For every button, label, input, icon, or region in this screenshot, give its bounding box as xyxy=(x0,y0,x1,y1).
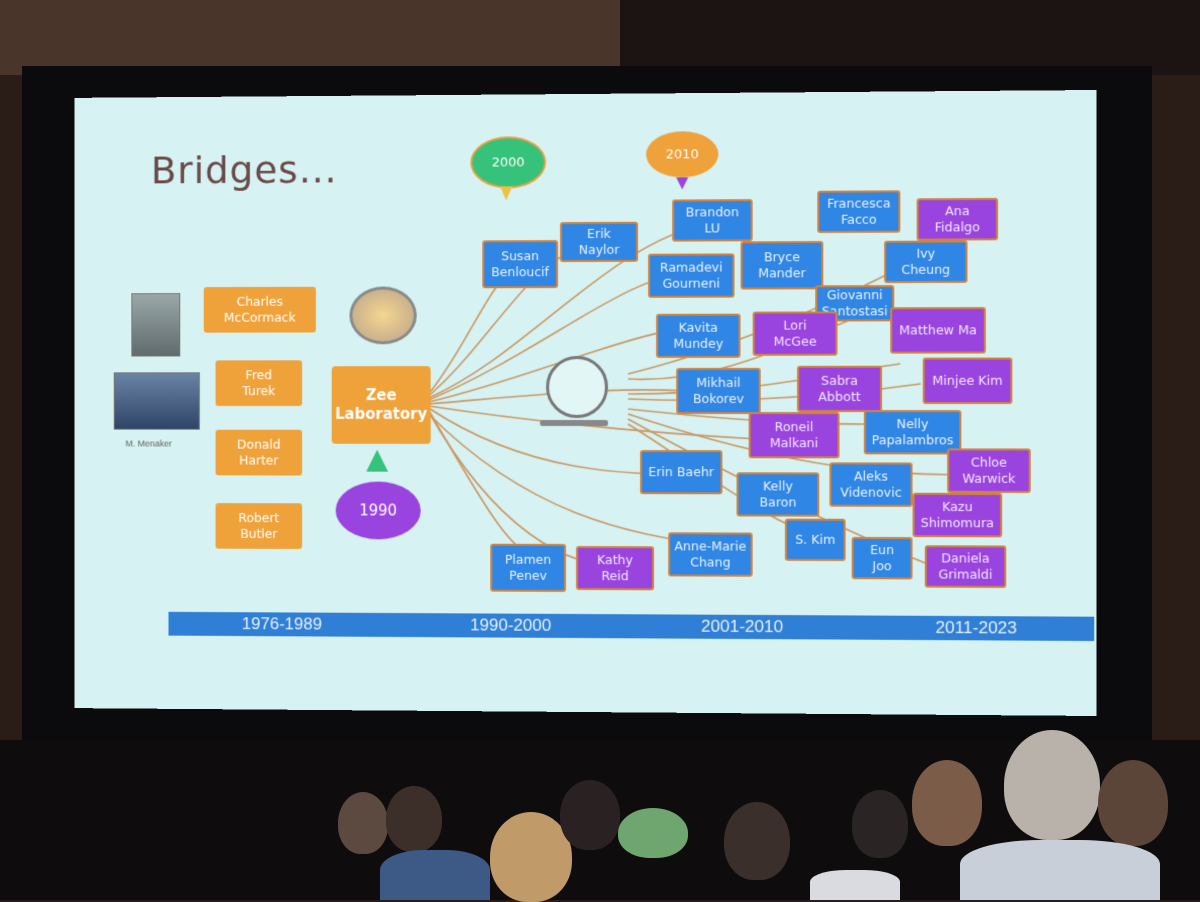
name-charles-mccormack: Charles McCormack xyxy=(203,286,316,333)
name-erik-naylor: Erik Naylor xyxy=(560,221,639,263)
timeline-segment-2: 1990-2000 xyxy=(470,615,552,635)
audience-shoulders xyxy=(960,840,1160,900)
name-anne-marie-chang: Anne-Marie Chang xyxy=(668,532,753,577)
hamster-wheel-icon xyxy=(546,355,609,419)
name-francesca-facco: Francesca Facco xyxy=(817,190,901,233)
audience-shoulders xyxy=(380,850,490,900)
timeline-segment-4: 2011-2023 xyxy=(935,617,1017,638)
name-lori-mcgee: Lori McGee xyxy=(752,311,838,356)
name-matthew-ma: Matthew Ma xyxy=(890,307,986,354)
name-plamen-penev: Plamen Penev xyxy=(490,543,567,592)
pointer-2010 xyxy=(676,177,689,190)
name-s-kim: S. Kim xyxy=(784,518,846,562)
audience-area xyxy=(0,730,1200,902)
name-roneil-malkani: Roneil Malkani xyxy=(748,412,840,459)
audience-head xyxy=(386,786,442,852)
name-ivy-cheung: Ivy Cheung xyxy=(884,240,968,284)
zee-laboratory: Zee Laboratory xyxy=(331,366,431,444)
presentation-slide: Bridges... 2000 2010 M. Menake xyxy=(74,90,1097,716)
audience-head xyxy=(560,780,620,850)
lab-logo-icon xyxy=(349,286,417,345)
menaker-photo xyxy=(113,372,200,430)
name-brandon-lu: Brandon LU xyxy=(672,199,753,242)
audience-head xyxy=(490,812,572,902)
audience-shoulders xyxy=(810,870,900,900)
year-bubble-1990: 1990 xyxy=(335,481,421,540)
name-erin-baehr: Erin Baehr xyxy=(640,450,723,495)
name-kathy-reid: Kathy Reid xyxy=(576,545,655,591)
name-kelly-baron: Kelly Baron xyxy=(736,472,820,517)
year-bubble-2000: 2000 xyxy=(470,136,547,189)
name-chloe-warwick: Chloe Warwick xyxy=(947,448,1031,494)
name-susan-benloucif: Susan Benloucif xyxy=(482,240,559,289)
pointer-2000 xyxy=(500,186,513,201)
wheel-stand xyxy=(540,419,609,427)
audience-cap xyxy=(618,808,688,858)
name-daniela-grimaldi: Daniela Grimaldi xyxy=(924,545,1007,588)
name-eun-joo: Eun Joo xyxy=(851,536,913,580)
name-minjee-kim: Minjee Kim xyxy=(922,357,1013,405)
name-mikhail-bokorev: Mikhail Bokorev xyxy=(676,367,761,415)
name-aleks-videnovic: Aleks Videnovic xyxy=(829,462,913,507)
timeline-segment-3: 2001-2010 xyxy=(701,616,784,637)
audience-head xyxy=(912,760,982,846)
portrait-photo xyxy=(131,293,181,357)
wall-right xyxy=(620,0,1200,75)
audience-head xyxy=(1098,760,1168,846)
name-ramadevi-gourneni: Ramadevi Gourneni xyxy=(648,253,735,298)
name-bryce-mander: Bryce Mander xyxy=(740,241,824,290)
audience-head xyxy=(724,802,790,880)
name-fred-turek: Fred Turek xyxy=(215,360,303,406)
audience-head xyxy=(852,790,908,858)
audience-head xyxy=(338,792,388,854)
green-triangle xyxy=(366,449,389,472)
wall-left xyxy=(0,0,620,75)
year-bubble-2010: 2010 xyxy=(646,131,719,178)
name-donald-harter: Donald Harter xyxy=(215,429,303,476)
name-nelly-papalambros: Nelly Papalambros xyxy=(863,410,962,455)
name-kavita-mundey: Kavita Mundey xyxy=(656,313,741,358)
name-robert-butler: Robert Butler xyxy=(215,503,303,549)
photo-caption: M. Menaker xyxy=(125,438,172,449)
name-kazu-shimomura: Kazu Shimomura xyxy=(912,492,1003,538)
audience-head xyxy=(1004,730,1100,840)
timeline-segment-1: 1976-1989 xyxy=(241,614,322,634)
name-ana-fidalgo: Ana Fidalgo xyxy=(916,197,999,241)
name-sabra-abbott: Sabra Abbott xyxy=(797,365,883,413)
